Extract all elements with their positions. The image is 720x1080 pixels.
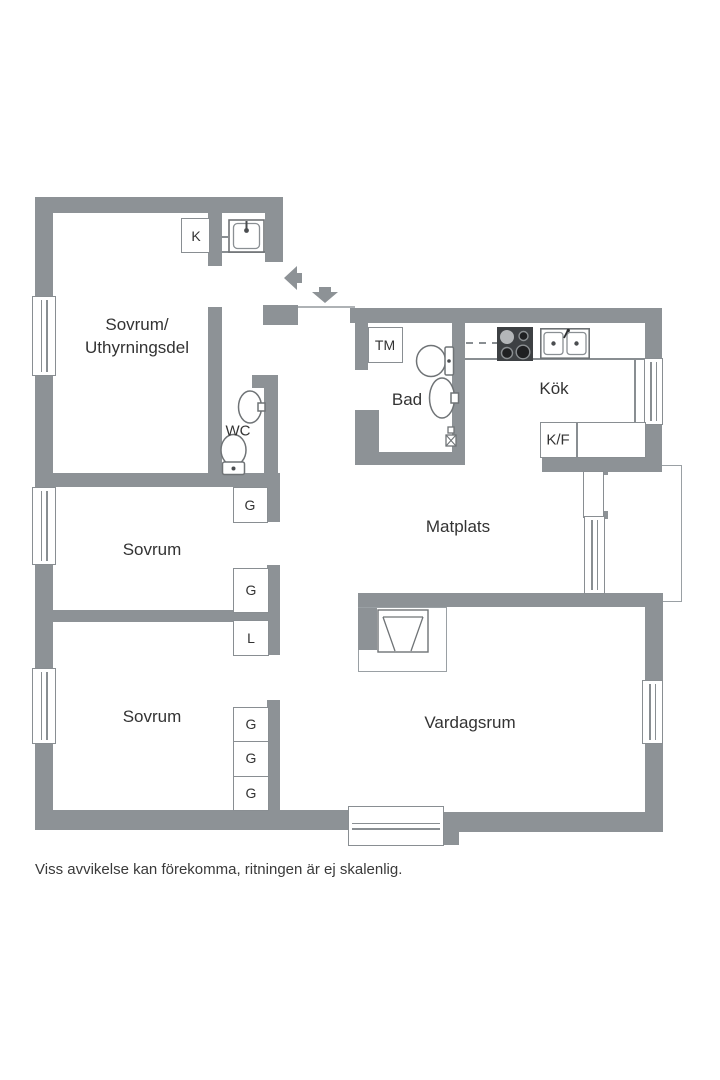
wall [35, 213, 53, 298]
wall [208, 213, 222, 266]
wall [645, 744, 663, 812]
wall [267, 487, 280, 522]
wall [35, 610, 280, 622]
entry-arrow-down-icon [312, 287, 338, 303]
wall [267, 613, 280, 655]
room-label-bedroom-rental: Sovrum/ Uthyrningsdel [85, 313, 189, 359]
closet-label-g: G [245, 716, 257, 732]
room-label-line: Sovrum/ [105, 315, 169, 334]
room-label-bedroom-lower: Sovrum [122, 707, 182, 726]
closet-g [233, 487, 268, 523]
counter-dash [221, 236, 232, 238]
fireplace-icon [377, 609, 429, 653]
wall [265, 213, 283, 262]
wall [542, 457, 662, 472]
washbasin-icon [428, 377, 460, 419]
wall [645, 424, 662, 457]
closet-label-g: G [245, 750, 257, 766]
counter-edge [465, 358, 645, 360]
entry-arrow-left-icon [284, 266, 302, 290]
fixture-label-kf: K/F [546, 431, 570, 449]
room-label-bathroom: Bad [391, 390, 423, 409]
counter-edge [634, 360, 636, 422]
closet-label-g: G [244, 497, 256, 513]
washbasin-icon [237, 390, 266, 424]
room-label-line: Uthyrningsdel [85, 338, 189, 357]
sink-icon [228, 219, 265, 253]
wall [267, 565, 280, 613]
window [32, 296, 56, 376]
wall [35, 197, 283, 213]
toilet-icon [220, 433, 247, 476]
wall [267, 700, 280, 812]
wall [35, 810, 348, 830]
closet-label-g: G [245, 785, 257, 801]
window [348, 806, 444, 846]
room-label-dining: Matplats [425, 517, 491, 536]
wall [35, 743, 53, 830]
counter-divider [576, 423, 578, 457]
wall [355, 323, 368, 370]
wall [645, 607, 663, 682]
closet-label-k: K [191, 228, 201, 244]
room-label-bedroom-middle: Sovrum [122, 540, 182, 559]
room-label-living: Vardagsrum [424, 713, 516, 732]
wall [35, 473, 280, 487]
closet-label-g: G [245, 582, 257, 598]
window [32, 487, 56, 565]
double-sink-icon [540, 328, 591, 359]
window [32, 668, 56, 744]
room-label-wc: WC [225, 422, 251, 440]
balcony-door [584, 516, 605, 594]
washing-machine-box [368, 327, 403, 363]
wall [350, 308, 662, 323]
closet-l [233, 620, 269, 656]
wall [443, 812, 663, 832]
window [642, 680, 663, 744]
wall [358, 593, 663, 607]
balcony-outline [600, 465, 682, 602]
floor-drain-icon [445, 426, 457, 447]
wall [355, 452, 465, 465]
disclaimer-text: Viss avvikelse kan förekomma, ritningen … [35, 861, 403, 878]
fireplace-wall [358, 608, 377, 650]
closet-g [233, 568, 269, 613]
entry-threshold-line [298, 306, 355, 308]
room-label-kitchen: Kök [539, 379, 569, 398]
toilet-icon [415, 344, 455, 378]
wall [645, 308, 662, 360]
fixture-label-tm: TM [374, 337, 396, 353]
window [644, 358, 663, 425]
fridge-freezer-counter [540, 422, 646, 458]
balcony-sidelight [583, 471, 604, 518]
closet-k [181, 218, 210, 253]
wall [443, 832, 459, 845]
closet-label-l: L [247, 630, 255, 646]
counter-dash [466, 342, 497, 344]
wall [263, 305, 298, 325]
wall [264, 375, 278, 473]
stove-icon [497, 327, 533, 361]
wall [35, 375, 53, 487]
wall [597, 465, 608, 475]
wall [208, 307, 222, 473]
closet-g [233, 776, 269, 811]
